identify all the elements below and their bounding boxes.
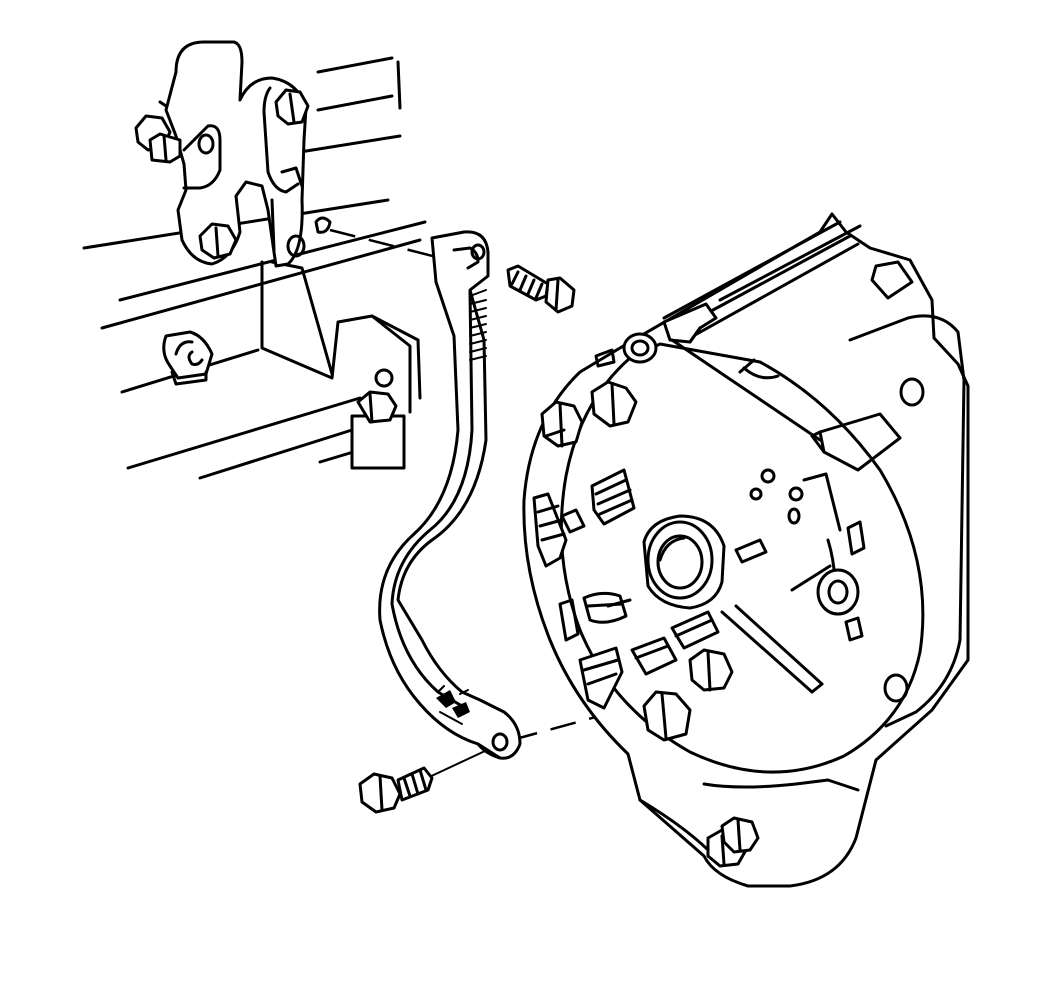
lower-alignment-dash	[511, 704, 637, 742]
brace-stamp-mark	[436, 685, 470, 725]
bottom-stud	[706, 816, 760, 868]
alternator-shaft	[642, 514, 726, 610]
engine-mounting-bracket	[134, 40, 332, 268]
lower-brace-bolt	[358, 766, 434, 814]
alternator-brace	[378, 230, 522, 760]
alternator	[522, 212, 970, 888]
engine-block	[82, 56, 427, 480]
upper-brace-bolt	[506, 264, 576, 314]
